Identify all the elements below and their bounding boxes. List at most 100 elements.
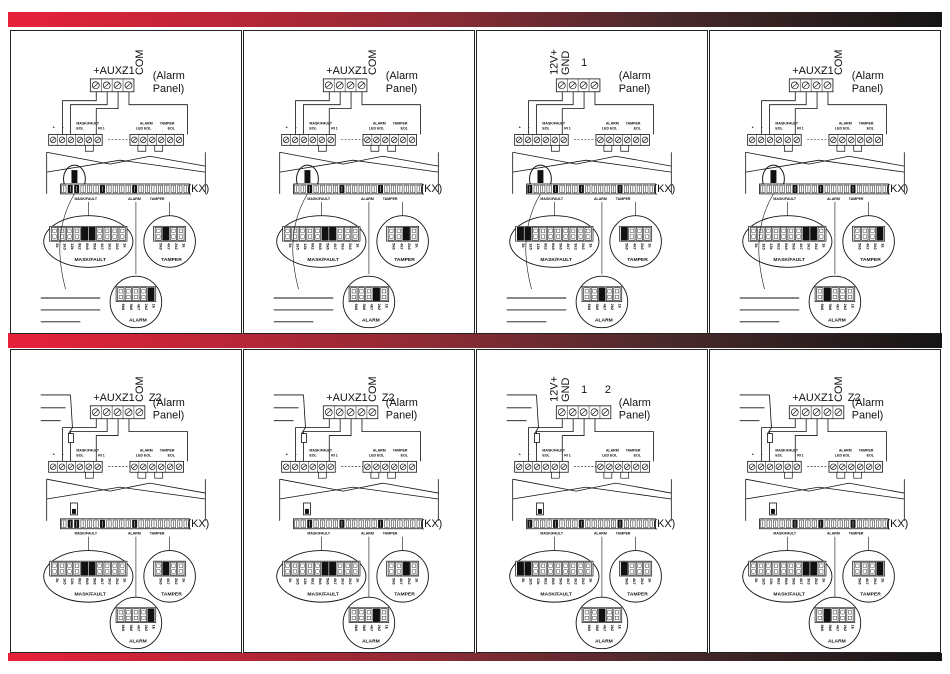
strip-tamper-label: TAMPER xyxy=(383,197,398,201)
jumper-pin-icon xyxy=(88,227,96,241)
jumper-pin-icon xyxy=(562,227,570,241)
jumper-pin-icon xyxy=(802,227,810,241)
module-terminal-left xyxy=(514,134,569,146)
strip-maskfault-label: MASK/FAULT xyxy=(540,532,563,536)
resistor-value-label: 4k7 xyxy=(333,243,338,250)
plus-label: + xyxy=(53,124,56,129)
strip-alarm-label: ALARM xyxy=(594,197,607,201)
module-terminal-left xyxy=(281,460,336,473)
resistor-value-label: 8k2 xyxy=(543,578,548,585)
jumper-pin-icon xyxy=(103,227,111,241)
v12-label: 12V+ xyxy=(548,49,560,75)
resistor-value-label: 12k xyxy=(536,243,541,250)
resistor-value-label: 1k5 xyxy=(295,578,300,585)
jumper-pin-icon xyxy=(876,227,884,241)
jumper-pin-icon xyxy=(306,227,314,241)
strip-maskfault-label: MASK/FAULT xyxy=(540,197,563,201)
resistor-value-label: 3k xyxy=(288,578,293,583)
resistor-value-label: 12k xyxy=(303,578,308,585)
strip-tamper-label: TAMPER xyxy=(383,532,398,536)
jumper-pin-icon xyxy=(780,227,788,241)
resistor-value-label: 2k2 xyxy=(814,578,819,585)
jumper-pin-icon xyxy=(577,227,585,241)
module-terminal-right xyxy=(828,460,883,473)
kx-label: (KX) xyxy=(187,518,209,530)
eol-resistor-loops xyxy=(85,145,164,152)
resistor-value-label: 6k8 xyxy=(551,578,556,585)
resistor-value-label: 2k2 xyxy=(407,243,412,250)
module-terminal-right xyxy=(362,460,417,473)
resistor-value-label: 5k6 xyxy=(92,578,97,585)
resistor-value-label: 4k7 xyxy=(835,304,840,311)
jumper-caption: MASK/FAULT xyxy=(74,592,105,598)
module-terminal-left xyxy=(747,134,802,146)
resistor-value-label: 8k2 xyxy=(543,243,548,250)
jumper-pin-icon xyxy=(344,561,352,576)
resistor-icon xyxy=(68,433,74,443)
resistor-value-label: 12k xyxy=(303,243,308,250)
alarm-panel-terminal xyxy=(322,78,368,93)
resistor-value-label: 1k xyxy=(181,578,186,583)
resistor-value-label: 5k6 xyxy=(858,243,863,250)
minus-label: - xyxy=(63,124,65,129)
aux-label: +AUX- xyxy=(792,392,825,404)
resistor-value-label: 6k8 xyxy=(820,625,825,632)
jumper-strip xyxy=(759,518,889,530)
jumper-pin-icon xyxy=(283,561,291,576)
jumper-pin-icon xyxy=(139,287,147,301)
z1-label: Z1 xyxy=(355,65,368,77)
jumper-pin-icon xyxy=(524,561,532,576)
jumper-pin-icon xyxy=(620,561,628,576)
minus-label: - xyxy=(63,451,65,456)
ri1-label: RI 1 xyxy=(98,453,105,457)
alarm-panel-terminal xyxy=(555,405,612,420)
aux-label: +AUX- xyxy=(93,65,126,77)
jumper-pin-icon xyxy=(810,561,818,576)
jumper-pin-icon xyxy=(605,287,613,301)
tamper-eol-label: EOL xyxy=(168,126,176,130)
jumper-pin-icon xyxy=(547,227,555,241)
jumper-pin-icon xyxy=(372,608,380,622)
tamper-term-label: TAMPER xyxy=(626,122,641,126)
alarm-term-label: ALARM xyxy=(839,122,852,126)
ri1-label: RI 1 xyxy=(331,453,338,457)
jumper-pin-icon xyxy=(162,561,170,576)
eol-label: EOL xyxy=(309,126,317,130)
resistor-value-label: 3k3 xyxy=(341,578,346,585)
resistor-value-label: 1k xyxy=(647,243,652,248)
jumper-pin-icon xyxy=(117,287,125,301)
wire-bundle xyxy=(40,394,188,462)
jumper-caption: ALARM xyxy=(362,638,380,644)
jumper-pin-icon xyxy=(569,227,577,241)
minus-label: - xyxy=(529,451,531,456)
tamper-eol-label: EOL xyxy=(401,126,409,130)
eol-label: EOL xyxy=(76,126,84,130)
strip-alarm-label: ALARM xyxy=(128,197,141,201)
resistor-value-label: 1k xyxy=(850,304,855,309)
jumper-pin-icon xyxy=(853,227,861,241)
resistor-value-label: 6k8 xyxy=(85,578,90,585)
resistor-value-label: 2k2 xyxy=(174,243,179,250)
wire-bundle xyxy=(62,91,188,135)
resistor-value-label: 6k8 xyxy=(784,243,789,250)
jumper-pin-icon xyxy=(58,561,66,576)
jumper-pin-icon xyxy=(613,608,621,622)
jumper-pin-icon xyxy=(314,561,322,576)
jumper-caption: TAMPER xyxy=(161,257,182,263)
resistor-value-label: 5k6 xyxy=(129,625,134,632)
resistor-value-label: 1k xyxy=(384,304,389,309)
jumper-pin-icon xyxy=(876,561,884,576)
jumper-pin-icon xyxy=(562,561,570,576)
resistor-value-label: 6k8 xyxy=(318,578,323,585)
jumper-pin-icon xyxy=(598,608,606,622)
resistor-value-label: 1k5 xyxy=(528,243,533,250)
jumper-selector-icon xyxy=(71,170,78,183)
alarm-term-label: ALARM xyxy=(839,448,852,452)
resistor-value-label: 12k xyxy=(536,578,541,585)
